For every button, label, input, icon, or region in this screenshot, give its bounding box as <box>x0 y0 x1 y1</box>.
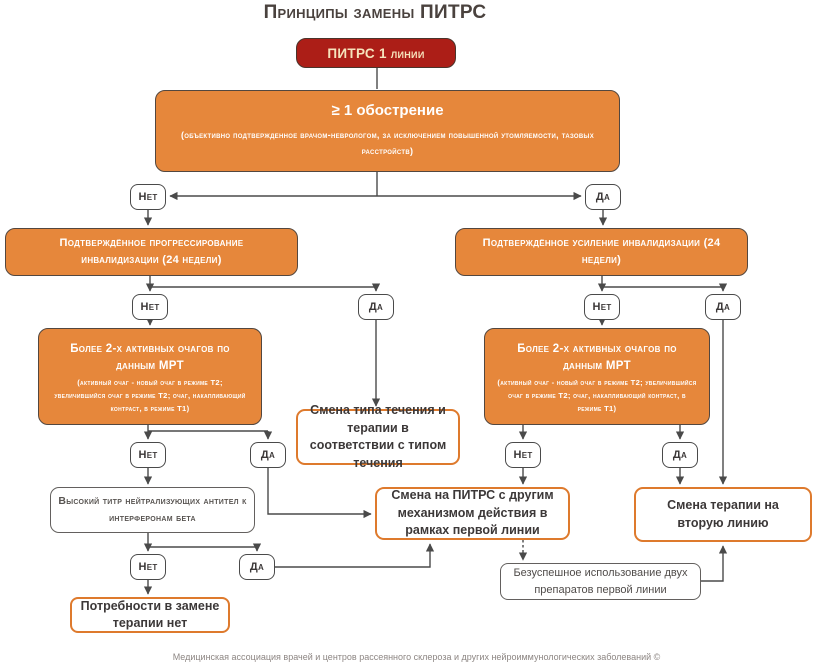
node-label: Потребности в замене терапии нет <box>80 598 220 631</box>
decision-no-antibodies: Нет <box>130 554 166 580</box>
node-switch-second-line: Смена терапии на вторую линию <box>634 487 812 542</box>
page-title: Принципы замены ПИТРС <box>263 2 487 23</box>
node-neutralizing-antibodies-titer: Высокий титр нейтрализующих антител к ин… <box>50 487 255 533</box>
node-pitrs-first-line: ПИТРС 1 линии <box>296 38 456 68</box>
node-switch-other-mechanism-first-line: Смена на ПИТРС с другим механизмом дейст… <box>375 487 570 540</box>
node-two-first-line-drugs-failed: Безуспешное использование двух препарато… <box>500 563 701 600</box>
node-note: (активный очаг - новый очаг в режиме Т2;… <box>497 377 697 414</box>
node-label: ПИТРС 1 линии <box>327 45 425 61</box>
node-note: (активный очаг - новый очаг в режиме Т2;… <box>54 377 246 414</box>
node-subtitle: (объективно подтвержденное врачом-неврол… <box>180 130 595 156</box>
decision-no-progression-right: Нет <box>584 294 620 320</box>
node-label: Смена терапии на вторую линию <box>667 498 779 530</box>
decision-no-mri-right: Нет <box>505 442 541 468</box>
node-change-course-type: Смена типа течения и терапии в соответст… <box>296 403 460 470</box>
decision-no-progression-left: Нет <box>132 294 168 320</box>
node-relapse-condition: ≥ 1 обострение (объективно подтвержденно… <box>155 90 620 172</box>
node-label: Смена на ПИТРС с другим механизмом дейст… <box>391 488 554 538</box>
node-label: Высокий титр нейтрализующих антител к ин… <box>58 495 247 524</box>
node-confirmed-progression: Подтверждённое прогрессирование инвалиди… <box>5 228 298 276</box>
copyright-text: Медицинская ассоциация врачей и центров … <box>172 652 661 662</box>
node-title: Более 2-х активных очагов по данным МРТ <box>70 343 230 373</box>
node-title: Более 2-х активных очагов по данным МРТ <box>517 343 677 373</box>
node-label: Подтверждённое прогрессирование инвалиди… <box>59 236 244 266</box>
node-label: Подтверждённое усиление инвалидизации (2… <box>482 236 721 266</box>
node-title: ≥ 1 обострение <box>331 102 444 119</box>
decision-no-relapse: Нет <box>130 184 166 210</box>
decision-yes-antibodies: Да <box>239 554 275 580</box>
node-no-therapy-change-needed: Потребности в замене терапии нет <box>70 597 230 633</box>
decision-yes-progression-right: Да <box>705 294 741 320</box>
node-confirmed-disability-increase: Подтверждённое усиление инвалидизации (2… <box>455 228 748 276</box>
node-mri-active-lesions-right: Более 2-х активных очагов по данным МРТ … <box>484 328 710 425</box>
node-label: Смена типа течения и терапии в соответст… <box>309 403 447 470</box>
decision-yes-progression-left: Да <box>358 294 394 320</box>
decision-yes-relapse: Да <box>585 184 621 210</box>
decision-no-mri-left: Нет <box>130 442 166 468</box>
node-mri-active-lesions-left: Более 2-х активных очагов по данным МРТ … <box>38 328 262 425</box>
node-label: Безуспешное использование двух препарато… <box>513 567 688 596</box>
decision-yes-mri-left: Да <box>250 442 286 468</box>
decision-yes-mri-right: Да <box>662 442 698 468</box>
